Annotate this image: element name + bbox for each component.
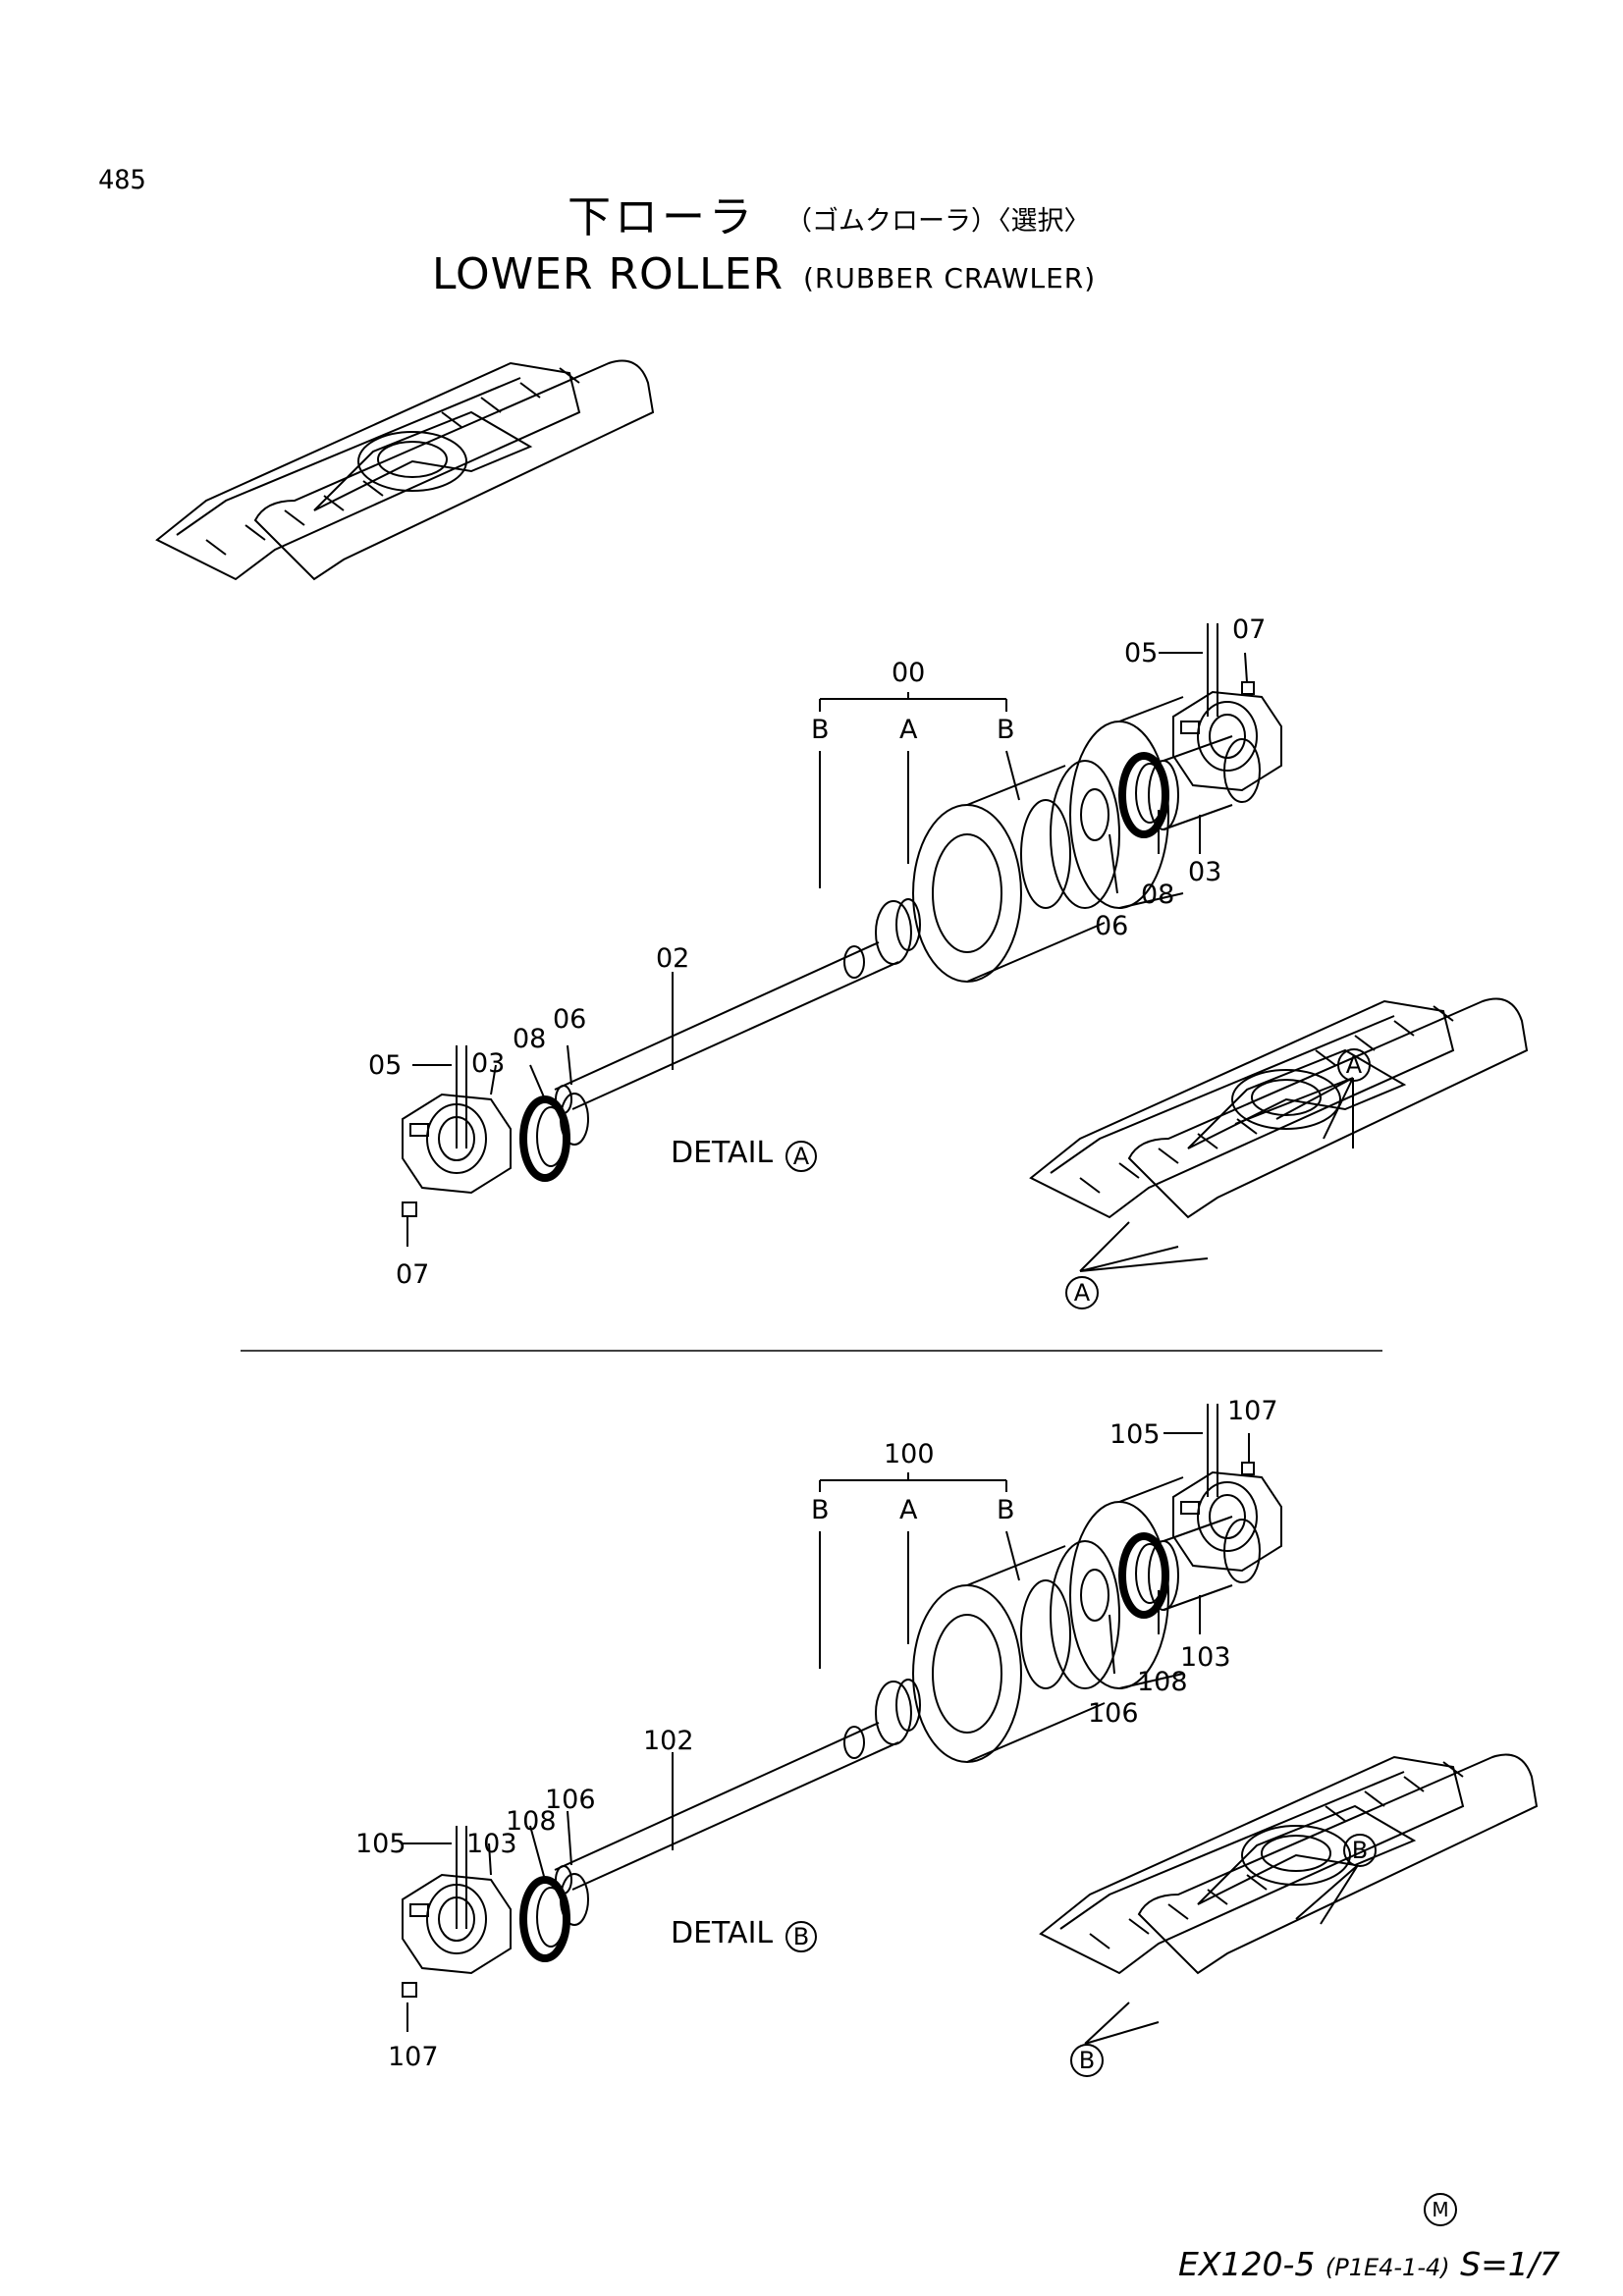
label-pin-left-lower: 105 — [355, 1829, 406, 1859]
footer-model-name: EX120-5 — [1178, 2245, 1316, 2283]
seal-left-upper — [523, 1099, 567, 1178]
title-japanese: 下ローラ — [568, 192, 756, 242]
label-shaft-upper: 02 — [656, 943, 690, 974]
plug-left-lower — [402, 1982, 417, 1998]
label-seal-right-lower: 108 — [1137, 1667, 1188, 1697]
bracket-right-upper — [1172, 691, 1282, 791]
label-oring-left-upper: 06 — [553, 1004, 587, 1035]
bracket-right-lower — [1172, 1471, 1282, 1572]
footer-scale: S=1/7 — [1460, 2245, 1560, 2283]
pin-right-upper — [1207, 623, 1218, 717]
pin-left-upper — [456, 1045, 467, 1148]
label-oring-right-lower: 106 — [1088, 1698, 1139, 1729]
footer-model: EX120-5 (P1E4-1-4) S=1/7 — [1178, 2248, 1560, 2280]
label-pin-right-lower: 105 — [1109, 1419, 1161, 1450]
label-pin-left-upper: 05 — [368, 1050, 403, 1081]
label-part-a-lower: A — [899, 1495, 918, 1525]
detail-mark-lower: B — [785, 1921, 817, 1952]
detail-label-lower: DETAIL — [671, 1916, 774, 1950]
label-shaft-lower: 102 — [643, 1726, 694, 1756]
oring-right-lower — [1080, 1569, 1109, 1622]
label-bracket-right-lower: 103 — [1180, 1642, 1231, 1673]
title-english-subtitle: (RUBBER CRAWLER) — [803, 262, 1097, 294]
oring-left-upper — [560, 1093, 589, 1146]
label-bracket-left-upper: 03 — [471, 1048, 506, 1079]
page-number: 485 — [98, 165, 146, 195]
detail-mark-upper: A — [785, 1141, 817, 1172]
label-plug-right-lower: 107 — [1227, 1396, 1278, 1426]
label-plug-left-upper: 07 — [396, 1259, 430, 1290]
undercarriage-detail-lower — [1040, 1753, 1538, 1974]
manufacturer-mark: M — [1424, 2193, 1457, 2226]
callout-upper-top: A — [1337, 1048, 1371, 1082]
label-oring-right-upper: 06 — [1095, 911, 1129, 941]
label-seal-left-lower: 108 — [506, 1806, 557, 1837]
label-part-a-upper: A — [899, 715, 918, 745]
pin-right-lower — [1207, 1404, 1218, 1497]
title-english: LOWER ROLLER — [432, 249, 784, 299]
detail-label-upper: DETAIL — [671, 1136, 774, 1170]
pin-left-lower — [456, 1826, 467, 1929]
callout-lower-bottom: B — [1070, 2044, 1104, 2077]
footer-code: (P1E4-1-4) — [1325, 2254, 1450, 2281]
label-seal-left-upper: 08 — [513, 1024, 547, 1054]
label-part-b-right-lower: B — [997, 1495, 1015, 1525]
label-pin-right-upper: 05 — [1124, 638, 1159, 668]
label-seal-right-upper: 08 — [1141, 880, 1175, 910]
oring-left-lower — [560, 1873, 589, 1926]
label-assembly-upper: 00 — [892, 658, 926, 688]
label-part-b-right-upper: B — [997, 715, 1015, 745]
label-assembly-lower: 100 — [884, 1439, 935, 1469]
label-bracket-right-upper: 03 — [1188, 857, 1222, 887]
label-bracket-left-lower: 103 — [466, 1829, 517, 1859]
label-part-b-left-lower: B — [811, 1495, 830, 1525]
plug-right-lower — [1241, 1462, 1255, 1475]
label-plug-right-upper: 07 — [1232, 614, 1267, 645]
plug-right-upper — [1241, 681, 1255, 695]
label-part-b-left-upper: B — [811, 715, 830, 745]
callout-upper-bottom: A — [1065, 1276, 1099, 1309]
title-japanese-subtitle: （ゴムクローラ）〈選択〉 — [785, 206, 1091, 237]
seal-left-lower — [523, 1880, 567, 1958]
undercarriage-overview-upper — [156, 359, 654, 580]
callout-lower-top: B — [1343, 1834, 1377, 1867]
plug-left-upper — [402, 1201, 417, 1217]
undercarriage-detail-upper — [1030, 997, 1528, 1218]
label-oring-left-lower: 106 — [545, 1785, 596, 1815]
oring-right-upper — [1080, 788, 1109, 841]
label-plug-left-lower: 107 — [388, 2042, 439, 2072]
